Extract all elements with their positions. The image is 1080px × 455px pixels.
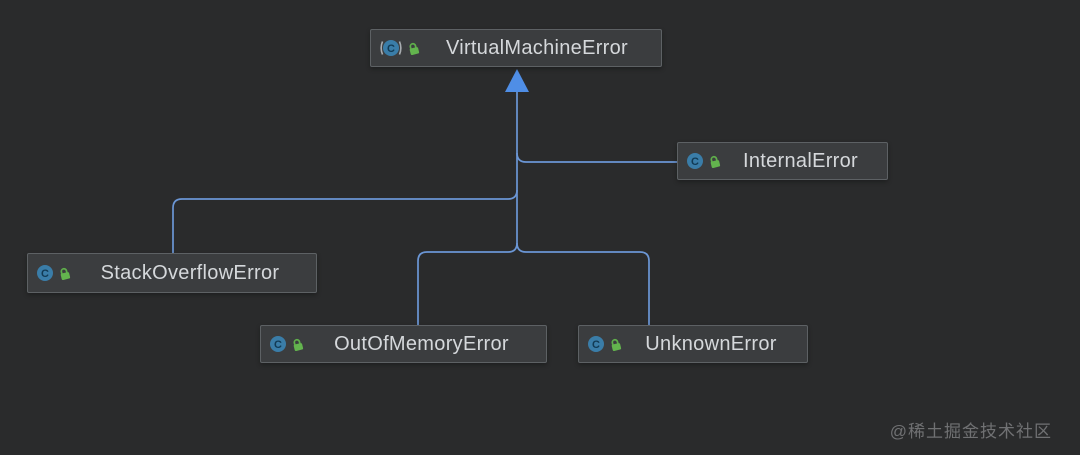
edge-internal-error	[516, 152, 677, 163]
node-icons: C	[36, 264, 72, 282]
class-icon: C	[37, 265, 53, 281]
class-node-internal-error[interactable]: C InternalError	[677, 142, 888, 180]
class-node-stack-overflow-error[interactable]: C StackOverflowError	[27, 253, 317, 293]
edge-unknown-error	[516, 242, 650, 325]
svg-text:C: C	[274, 339, 282, 351]
node-icons: C	[686, 152, 722, 170]
class-name-label: UnknownError	[645, 332, 777, 355]
lock-icon	[710, 155, 721, 168]
lock-icon	[60, 267, 71, 280]
edge-stack-overflow-error	[172, 189, 518, 253]
class-node-unknown-error[interactable]: C UnknownError	[578, 325, 808, 363]
class-icon: C	[270, 336, 286, 352]
watermark: @稀土掘金技术社区	[889, 422, 1052, 441]
inheritance-arrow-icon	[505, 69, 529, 92]
lock-icon	[611, 338, 622, 351]
svg-text:C: C	[41, 268, 49, 280]
class-icon: C	[687, 153, 703, 169]
svg-text:C: C	[592, 339, 600, 351]
lock-icon	[293, 338, 304, 351]
class-name-label: VirtualMachineError	[445, 36, 629, 59]
svg-text:C: C	[387, 43, 395, 55]
node-icons: C	[379, 39, 421, 57]
class-icon: C	[588, 336, 604, 352]
class-node-virtual-machine-error[interactable]: C VirtualMachineError	[370, 29, 662, 67]
class-name-label: StackOverflowError	[100, 261, 280, 284]
svg-text:C: C	[691, 156, 699, 168]
class-name-label: OutOfMemoryError	[334, 332, 509, 355]
node-icons: C	[269, 335, 305, 353]
edge-out-of-memory-error	[417, 242, 518, 325]
class-node-out-of-memory-error[interactable]: C OutOfMemoryError	[260, 325, 547, 363]
abstract-class-icon: C	[380, 40, 402, 56]
class-name-label: InternalError	[742, 149, 859, 172]
lock-icon	[409, 42, 420, 55]
node-icons: C	[587, 335, 623, 353]
